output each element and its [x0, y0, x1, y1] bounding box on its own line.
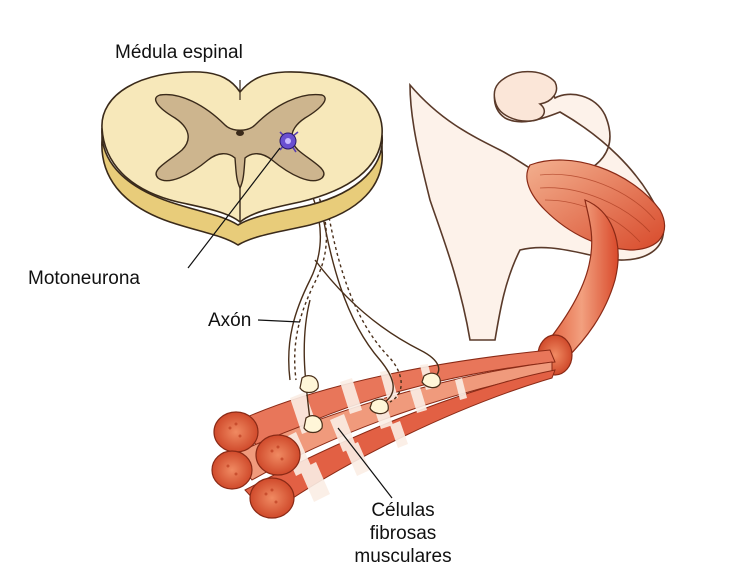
muscle-cells-label-line-2: fibrosas — [348, 523, 458, 546]
axon-label: Axón — [208, 310, 251, 333]
muscle-fiber-bundle — [212, 350, 555, 518]
spinal-cord — [102, 72, 382, 245]
muscle-cells-label-line-3: musculares — [348, 546, 458, 569]
muscle-cells-label: Células fibrosas musculares — [348, 500, 458, 568]
arm-figure — [410, 72, 665, 375]
spinal-cord-label: Médula espinal — [115, 42, 243, 65]
motoneuron-label: Motoneurona — [28, 268, 140, 291]
muscle-cells-label-line-1: Células — [348, 500, 458, 523]
central-canal — [236, 130, 244, 136]
